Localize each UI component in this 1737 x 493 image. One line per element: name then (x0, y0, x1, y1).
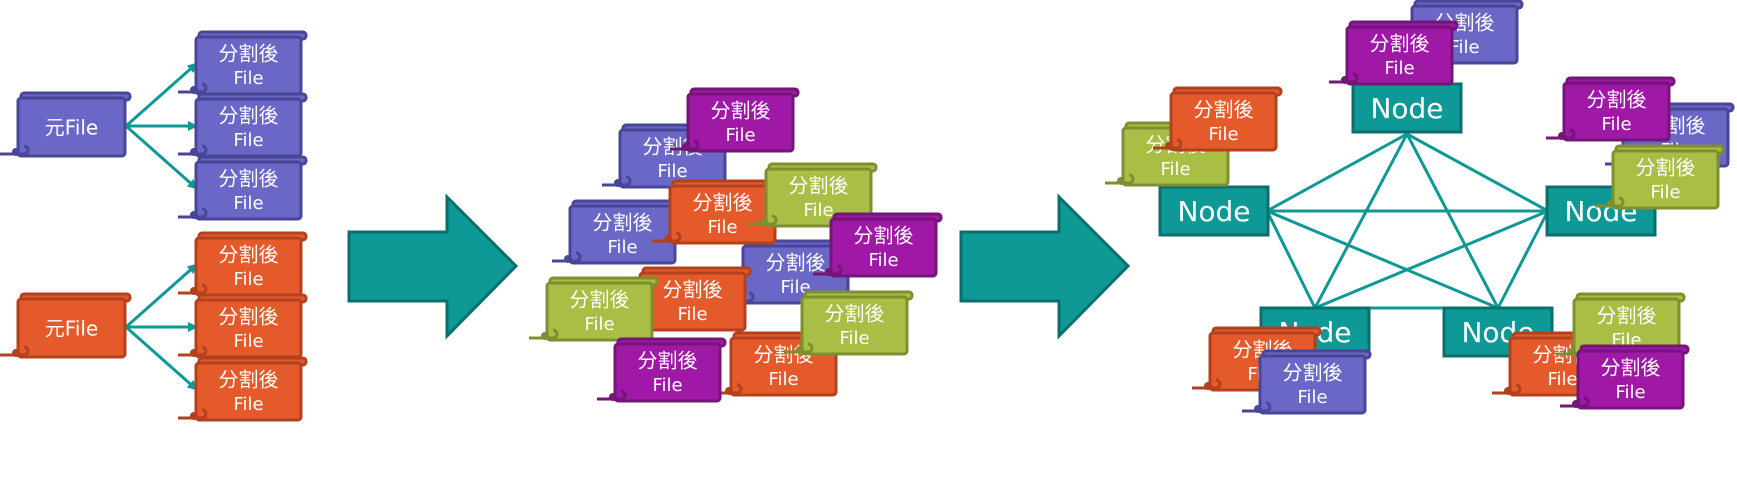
split-file-label-line2: File (607, 237, 637, 258)
split-file-label-line2: File (1601, 114, 1631, 135)
original-file-scroll: 元File (0, 91, 132, 158)
split-file-label-line1: 分割後 (711, 99, 771, 123)
original-file-label: 元File (45, 317, 98, 341)
original-file-label: 元File (45, 116, 98, 140)
split-file-label-line1: 分割後 (219, 104, 279, 128)
split-file-label-line2: File (839, 328, 869, 349)
split-file-label-line2: File (652, 375, 682, 396)
split-file-label-line1: 分割後 (1283, 361, 1343, 385)
split-file-label-line1: 分割後 (1587, 88, 1647, 112)
network-edge (1313, 133, 1409, 309)
split-arrow (125, 124, 198, 190)
original-file-scroll: 元File (0, 292, 132, 359)
split-file-label-line2: File (1208, 124, 1238, 145)
split-file-label-line2: File (780, 277, 810, 298)
split-arrow (125, 62, 198, 128)
split-file-label-line1: 分割後 (1636, 156, 1696, 180)
split-arrow (125, 263, 198, 329)
split-file-label-line2: File (233, 193, 263, 214)
network-edge (1265, 210, 1317, 309)
split-file-label-line2: File (584, 314, 614, 335)
network-edge (1405, 133, 1500, 309)
split-file-label-line1: 分割後 (663, 278, 723, 302)
network-edge (1266, 132, 1408, 213)
split-file-label-line1: 分割後 (219, 42, 279, 66)
split-file-label-line1: 分割後 (854, 224, 914, 248)
split-file-label-line1: 分割後 (825, 302, 885, 326)
split-file-label-line1: 分割後 (219, 368, 279, 392)
network-edges (1265, 132, 1550, 310)
split-file-label-line1: 分割後 (766, 251, 826, 275)
split-file-label-line2: File (233, 331, 263, 352)
split-file-label-line1: 分割後 (638, 349, 698, 373)
split-file-label-line2: File (1297, 387, 1327, 408)
split-file-label-line1: 分割後 (219, 305, 279, 329)
split-file-label-line2: File (657, 161, 687, 182)
split-file-label-line2: File (1449, 37, 1479, 58)
split-file-label-line2: File (677, 304, 707, 325)
split-file-label-line2: File (1650, 182, 1680, 203)
split-arrow (125, 325, 198, 391)
file-scrolls: 元File元File分割後File分割後File分割後File分割後File分割… (0, 0, 1735, 422)
split-file-label-line2: File (233, 130, 263, 151)
block-arrow-right (959, 193, 1131, 340)
node-label: Node (1177, 195, 1250, 228)
split-file-label-line1: 分割後 (570, 288, 630, 312)
split-arrows (125, 62, 198, 391)
split-file-label-line2: File (1384, 58, 1414, 79)
split-file-label-line1: 分割後 (593, 211, 653, 235)
network-edge (1314, 209, 1549, 310)
split-file-label-line1: 分割後 (219, 167, 279, 191)
split-file-label-line2: File (725, 125, 755, 146)
split-file-label-line1: 分割後 (1597, 304, 1657, 328)
split-file-label-line1: 分割後 (1370, 32, 1430, 56)
split-file-label-line1: 分割後 (1601, 356, 1661, 380)
network-node: Node (1351, 82, 1463, 134)
split-file-label-line2: File (1615, 382, 1645, 403)
split-file-label-line2: File (1547, 369, 1577, 390)
split-file-label-line1: 分割後 (219, 243, 279, 267)
split-file-label-line2: File (868, 250, 898, 271)
network-edge (1406, 132, 1549, 213)
split-file-label-line2: File (1160, 159, 1190, 180)
node-label: Node (1370, 92, 1443, 125)
network-edge (1496, 210, 1550, 309)
block-arrow-right (347, 193, 519, 340)
split-file-label-line1: 分割後 (1194, 98, 1254, 122)
split-file-label-line2: File (707, 217, 737, 238)
split-file-label-line2: File (233, 68, 263, 89)
split-file-label-line1: 分割後 (693, 191, 753, 215)
split-file-label-line2: File (233, 394, 263, 415)
network-edge (1266, 209, 1499, 310)
split-file-label-line2: File (803, 200, 833, 221)
split-file-label-line2: File (233, 269, 263, 290)
split-file-label-line1: 分割後 (789, 174, 849, 198)
network-node: Node (1158, 185, 1270, 237)
split-file-label-line2: File (768, 369, 798, 390)
